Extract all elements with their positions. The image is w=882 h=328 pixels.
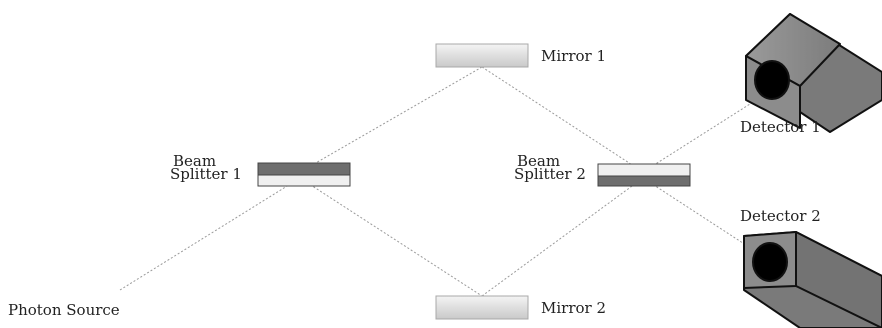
mirror-1-label: Mirror 1	[541, 47, 607, 65]
beam-splitter-2	[597, 163, 691, 187]
beam-splitter-2-label-line2: Splitter 2	[514, 165, 586, 183]
beam-mirror2-to-bs2	[481, 177, 644, 297]
beam-splitter-2-label-line1: Beam	[517, 152, 561, 170]
detector-1-icon	[745, 13, 882, 133]
detector-1-label: Detector 1	[740, 118, 821, 136]
beam-bs2-to-detector1	[642, 89, 773, 173]
detector-2-icon	[743, 231, 882, 328]
beam-splitter-1	[257, 162, 351, 187]
beam-source-to-bs1	[119, 177, 301, 291]
mirror-1	[435, 43, 529, 68]
beam-mirror1-to-bs2	[481, 66, 644, 173]
beam-paths	[119, 66, 773, 297]
mirror-2	[435, 295, 529, 320]
photon-source-label: Photon Source	[8, 301, 120, 319]
beam-bs1-to-mirror1	[299, 66, 483, 173]
detector-2-label: Detector 2	[740, 207, 821, 225]
beam-bs1-to-mirror2	[299, 177, 483, 297]
beam-splitter-1-label-line2: Splitter 1	[170, 165, 242, 183]
mirror-2-label: Mirror 2	[541, 299, 607, 317]
beam-splitter-1-label-line1: Beam	[173, 152, 217, 170]
